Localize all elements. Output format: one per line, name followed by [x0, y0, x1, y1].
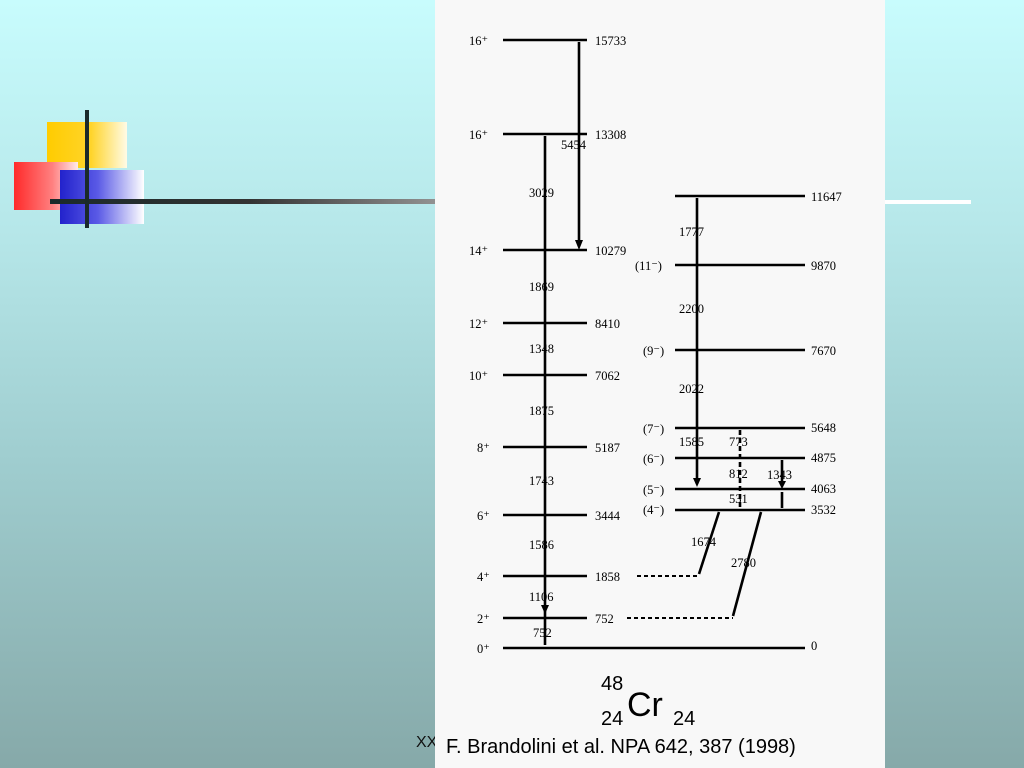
nucleus-atomic-number: 24 — [601, 708, 623, 730]
spin-label: 0⁺ — [477, 642, 490, 656]
energy-label: 7670 — [811, 344, 836, 358]
transition-label: 1743 — [529, 474, 554, 488]
transition-label: 1586 — [529, 538, 554, 552]
energy-label: 3532 — [811, 503, 836, 517]
transition-label: 2780 — [731, 556, 756, 570]
arrow-head — [693, 478, 701, 487]
spin-label: 6⁺ — [477, 509, 490, 523]
energy-label: 4875 — [811, 451, 836, 465]
transition-label: 531 — [729, 492, 748, 506]
transition-label: 3029 — [529, 186, 554, 200]
transition-label: 1348 — [529, 342, 554, 356]
energy-label: 15733 — [595, 34, 626, 48]
transition-label: 2022 — [679, 382, 704, 396]
energy-label: 11647 — [811, 190, 842, 204]
energy-label: 4063 — [811, 482, 836, 496]
transition-arrow — [697, 511, 721, 575]
spin-label: (11⁻) — [635, 259, 662, 273]
energy-label: 3444 — [595, 509, 621, 523]
transition-label: 1106 — [529, 590, 554, 604]
arrow-head — [541, 605, 549, 614]
nucleus-symbol: Cr — [627, 686, 663, 724]
level-scheme-panel: 16⁺ 16⁺ 14⁺ 12⁺ 10⁺ 8⁺ 6⁺ 4⁺ 2⁺ 0⁺ 15733… — [435, 0, 885, 768]
spin-label: 2⁺ — [477, 612, 490, 626]
arrow-head — [575, 240, 583, 250]
transition-label: 1777 — [679, 225, 704, 239]
energy-label: 10279 — [595, 244, 626, 258]
transition-label: 773 — [729, 435, 748, 449]
spin-label: (7⁻) — [643, 422, 664, 436]
transition-label: 1674 — [691, 535, 717, 549]
spin-label: 12⁺ — [469, 317, 488, 331]
energy-label: 13308 — [595, 128, 626, 142]
transition-arrow — [731, 511, 763, 617]
energy-label: 8410 — [595, 317, 620, 331]
arrow-head — [778, 481, 786, 489]
spin-label: 16⁺ — [469, 128, 488, 142]
nucleus-neutron-number: 24 — [673, 708, 695, 730]
deco-horizontal-line-right — [885, 200, 971, 204]
transition-label: 752 — [533, 626, 552, 640]
energy-label: 5648 — [811, 421, 836, 435]
energy-label: 0 — [811, 639, 817, 653]
energy-label: 9870 — [811, 259, 836, 273]
caption-prefix: XX — [416, 734, 438, 751]
spin-label: 8⁺ — [477, 441, 490, 455]
spin-label: 4⁺ — [477, 570, 490, 584]
transition-label: 1869 — [529, 280, 554, 294]
nucleus-mass: 48 — [601, 673, 623, 695]
deco-vertical-line — [85, 110, 89, 228]
level-scheme-diagram: 16⁺ 16⁺ 14⁺ 12⁺ 10⁺ 8⁺ 6⁺ 4⁺ 2⁺ 0⁺ 15733… — [469, 34, 842, 730]
citation-caption: F. Brandolini et al. NPA 642, 387 (1998) — [446, 736, 796, 759]
deco-horizontal-line — [50, 199, 450, 204]
spin-label: (4⁻) — [643, 503, 664, 517]
transition-label: 5454 — [561, 138, 587, 152]
transition-label: 1343 — [767, 468, 792, 482]
spin-label: (5⁻) — [643, 483, 664, 497]
transition-label: 2200 — [679, 302, 704, 316]
transition-label: 1875 — [529, 404, 554, 418]
transition-label: 812 — [729, 467, 748, 481]
deco-blue-square — [60, 170, 144, 224]
energy-label: 752 — [595, 612, 614, 626]
spin-label: (6⁻) — [643, 452, 664, 466]
energy-label: 1858 — [595, 570, 620, 584]
spin-label: (9⁻) — [643, 344, 664, 358]
spin-label: 14⁺ — [469, 244, 488, 258]
transition-label: 1585 — [679, 435, 704, 449]
spin-label: 16⁺ — [469, 34, 488, 48]
spin-label: 10⁺ — [469, 369, 488, 383]
energy-label: 5187 — [595, 441, 620, 455]
energy-label: 7062 — [595, 369, 620, 383]
